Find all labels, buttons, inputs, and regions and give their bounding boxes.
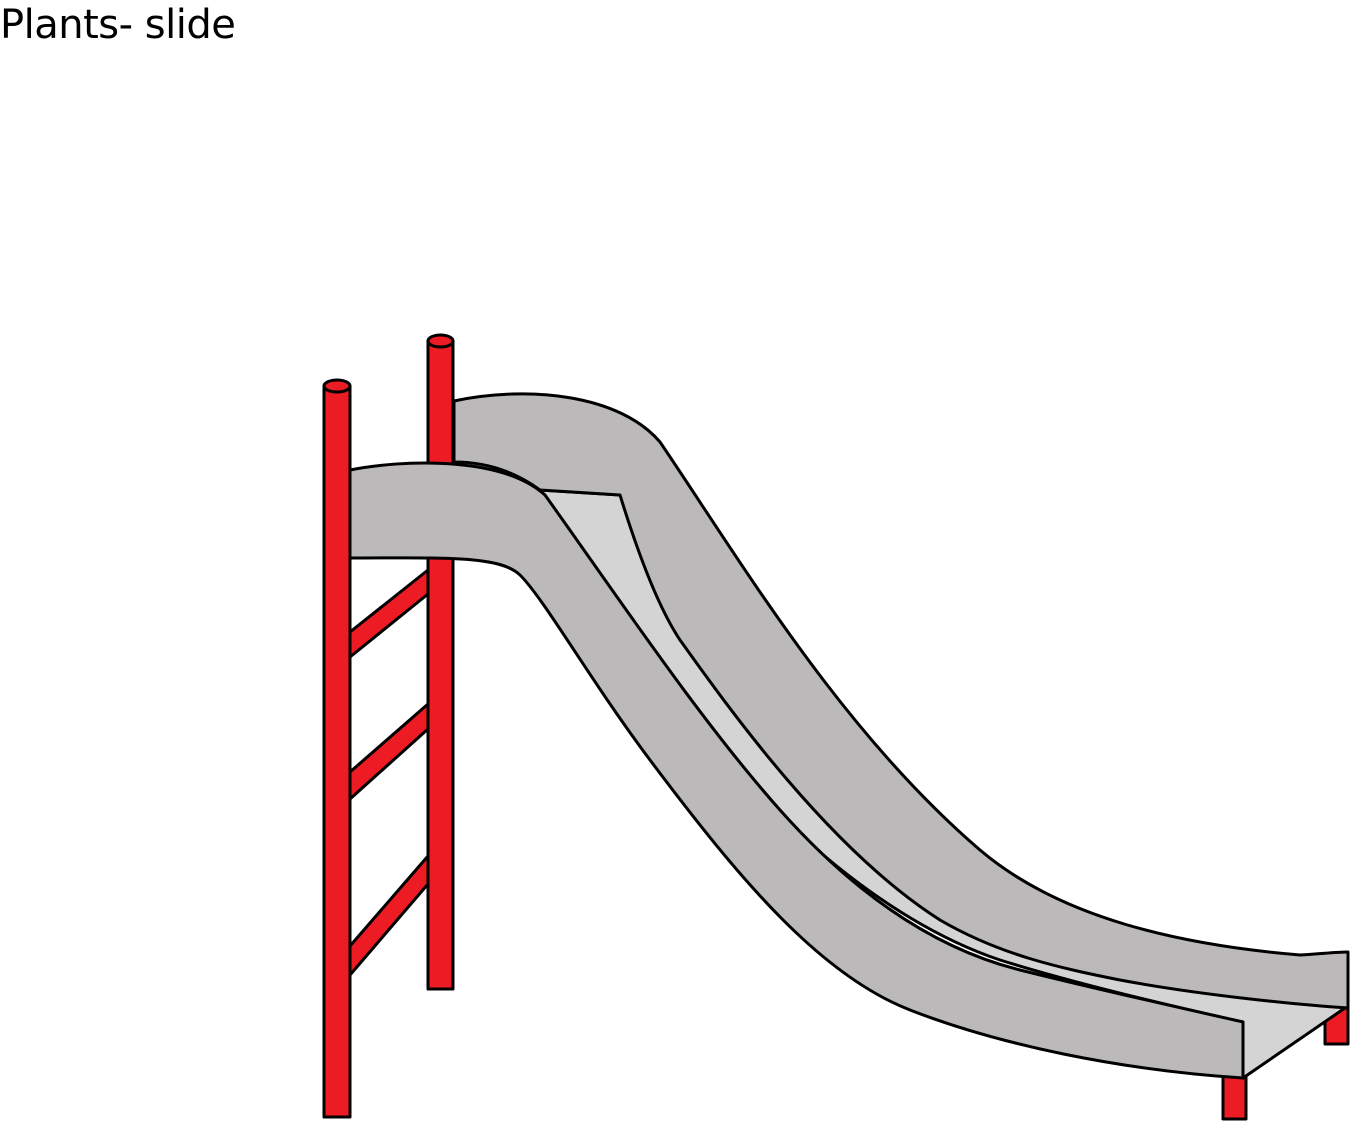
ladder-rung-bottom <box>348 854 430 977</box>
ladder-post-back <box>426 339 455 991</box>
ladder-post-front-cap <box>322 378 352 394</box>
ladder-rung-top <box>348 568 430 659</box>
ladder-post-front <box>322 384 352 1119</box>
ladder-rung-middle <box>348 702 430 801</box>
slide-side-front <box>348 461 1245 1080</box>
page-title: Plants- slide <box>0 2 236 48</box>
ladder-post-back-cap <box>426 333 455 349</box>
slide-side-back <box>452 392 1350 1010</box>
